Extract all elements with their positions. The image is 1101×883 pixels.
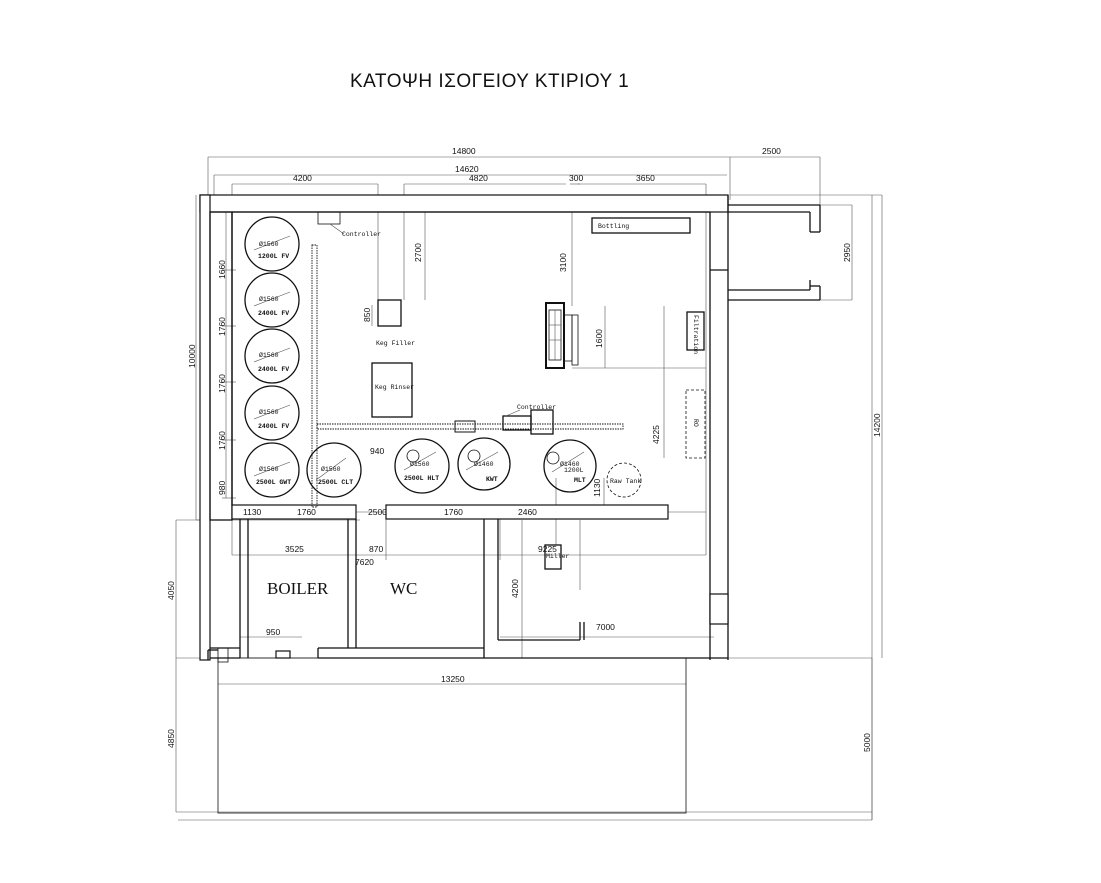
- dim-1760: 1760: [297, 507, 316, 517]
- raw-tank-label: Raw Tank: [610, 478, 641, 485]
- tank-label: 2400L FV: [258, 423, 289, 430]
- dim-850: 850: [362, 308, 372, 322]
- dim-4850: 4850: [166, 729, 176, 748]
- room-boiler: BOILER: [267, 579, 329, 598]
- dim-14800: 14800: [452, 146, 476, 156]
- walls: [199, 194, 821, 814]
- tank-fv-2: Ø1560 2400L FV: [244, 272, 300, 328]
- filtration-unit: Filtration: [686, 311, 705, 354]
- tank-diameter: Ø1560: [259, 465, 279, 473]
- tank-diameter: Ø1560: [321, 465, 341, 473]
- tank-kwt: Ø1460 KWT: [457, 437, 511, 491]
- controller-label: Controller: [517, 404, 556, 411]
- dim-300: 300: [569, 173, 583, 183]
- dim-1760: 1760: [217, 374, 227, 393]
- dim-870: 870: [369, 544, 383, 554]
- tank-label: KWT: [486, 476, 498, 483]
- dim-950: 950: [266, 627, 280, 637]
- dim-980: 980: [217, 481, 227, 495]
- dim-14620: 14620: [455, 164, 479, 174]
- tank-mlt: Ø1460 1200L MLT: [543, 439, 597, 493]
- pipe-lines: [311, 244, 624, 508]
- tank-label: 1200L FV: [258, 253, 289, 260]
- dim-4050: 4050: [166, 581, 176, 600]
- controller-top: Controller: [317, 211, 381, 238]
- tank-label: 2400L FV: [258, 310, 289, 317]
- bottling-line: Bottling: [591, 217, 691, 234]
- dim-2500: 2500: [368, 507, 387, 517]
- dim-2700: 2700: [413, 243, 423, 262]
- tank-label: 2500L GWT: [256, 479, 291, 486]
- dim-5000: 5000: [862, 733, 872, 752]
- dim-3650: 3650: [636, 173, 655, 183]
- dim-14200: 14200: [872, 413, 882, 437]
- dim-2460: 2460: [518, 507, 537, 517]
- controller-label: Controller: [342, 231, 381, 238]
- keg-filler: Keg Filler: [371, 299, 415, 347]
- dim-1600: 1600: [594, 329, 604, 348]
- tank-label: MLT: [574, 477, 586, 484]
- keg-rinser-label: Keg Rinser: [375, 384, 414, 391]
- tank-diameter: Ø1560: [259, 408, 279, 416]
- tank-capacity: 1200L: [564, 467, 584, 474]
- dim-1130: 1130: [243, 507, 262, 517]
- dim-9225: 9225: [538, 544, 557, 554]
- dim-1130: 1130: [592, 478, 602, 497]
- tank-diameter: Ø1460: [474, 460, 494, 468]
- dim-1660: 1660: [217, 260, 227, 279]
- dim-7000: 7000: [596, 622, 615, 632]
- bottling-label: Bottling: [598, 223, 629, 230]
- tank-gwt: Ø1560 2500L GWT: [244, 442, 300, 498]
- tank-diameter: Ø1460: [560, 460, 580, 468]
- drawing-title: ΚΑΤΟΨΗ ΙΣΟΓΕΙΟΥ ΚΤΙΡΙΟΥ 1: [350, 71, 629, 92]
- dim-4225: 4225: [651, 425, 661, 444]
- tank-diameter: Ø1560: [259, 240, 279, 248]
- tank-diameter: Ø1560: [410, 460, 430, 468]
- tank-clt: Ø1560 2500L CLT: [306, 442, 362, 498]
- dim-2950: 2950: [842, 243, 852, 262]
- tank-label: 2400L FV: [258, 366, 289, 373]
- tank-fv-3: Ø1560 2400L FV: [244, 328, 300, 384]
- controller-mid: Controller: [502, 404, 556, 435]
- tank-diameter: Ø1560: [259, 295, 279, 303]
- dim-3525: 3525: [285, 544, 304, 554]
- room-wc: WC: [390, 579, 417, 598]
- keg-rinser: Keg Rinser: [371, 362, 414, 418]
- ro-unit: RO: [685, 389, 706, 459]
- miller-label: Miller: [546, 553, 570, 560]
- dim-3100: 3100: [558, 253, 568, 272]
- tank-label: 2500L CLT: [318, 479, 353, 486]
- dimension-labels: 14800 2500 14620 4200 4820 300 3650 2700…: [166, 146, 882, 752]
- dim-13250: 13250: [441, 674, 465, 684]
- keg-filler-label: Keg Filler: [376, 340, 415, 347]
- ro-label: RO: [692, 419, 699, 427]
- miller-unit: Miller: [544, 544, 570, 570]
- dim-1760: 1760: [217, 317, 227, 336]
- bottle-machine: [545, 302, 579, 369]
- dim-940: 940: [370, 446, 384, 456]
- dim-4820: 4820: [469, 173, 488, 183]
- dim-1760: 1760: [217, 431, 227, 450]
- tank-diameter: Ø1560: [259, 351, 279, 359]
- tank-hlt: Ø1560 2500L HLT: [394, 438, 450, 494]
- dim-4200: 4200: [293, 173, 312, 183]
- tank-label: 2500L HLT: [404, 475, 439, 482]
- dim-4200: 4200: [510, 579, 520, 598]
- raw-tank: Raw Tank: [606, 462, 642, 498]
- dim-7620: 7620: [355, 557, 374, 567]
- dim-10000: 10000: [187, 344, 197, 368]
- dim-2500: 2500: [762, 146, 781, 156]
- tank-fv-4: Ø1560 2400L FV: [244, 385, 300, 441]
- filtration-label: Filtration: [692, 315, 699, 354]
- tank-fv-1: Ø1560 1200L FV: [244, 216, 300, 272]
- dim-1760: 1760: [444, 507, 463, 517]
